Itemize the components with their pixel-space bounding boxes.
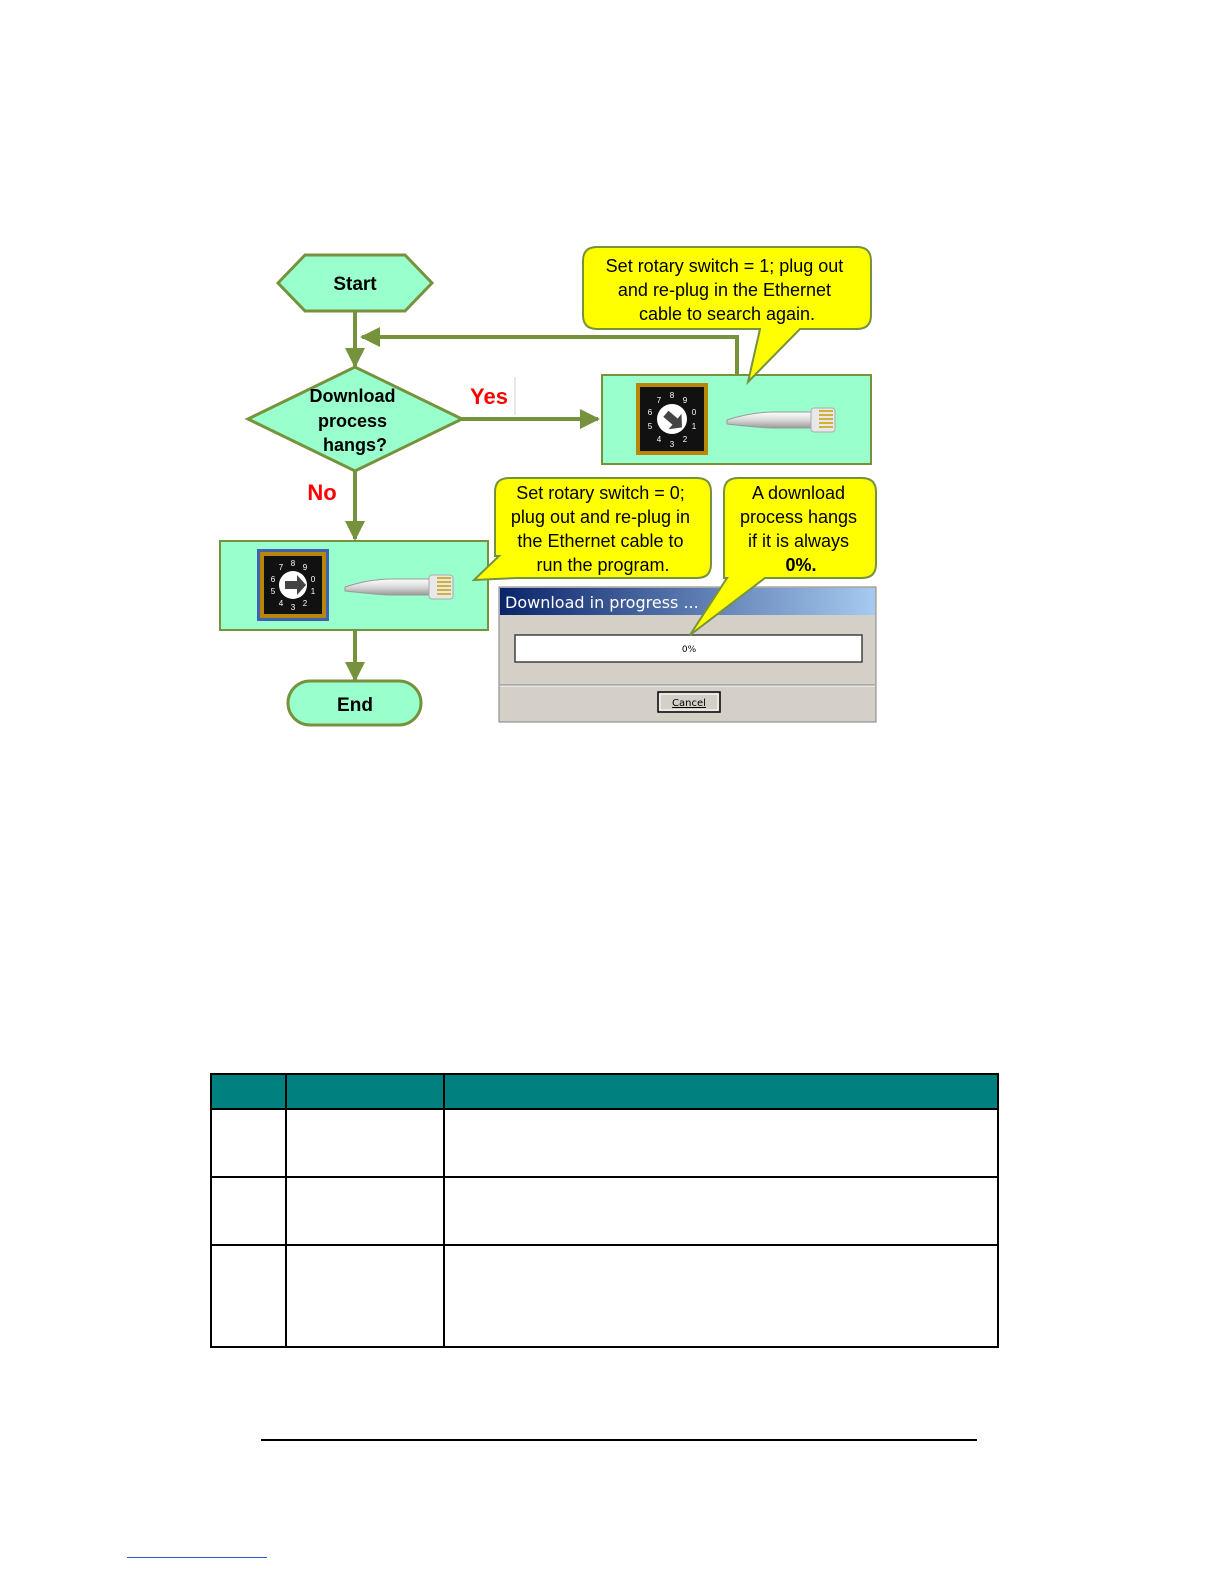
svg-text:0: 0 <box>692 408 697 417</box>
download-dialog: Download in progress ... 0% Cancel <box>498 586 877 723</box>
svg-text:1: 1 <box>692 422 697 431</box>
callout-run: Set rotary switch = 0; plug out and re-p… <box>471 477 712 582</box>
svg-text:2: 2 <box>683 435 688 444</box>
progress-text: 0% <box>682 645 697 655</box>
svg-text:7: 7 <box>279 563 284 572</box>
no-label: No <box>307 480 336 505</box>
svg-text:4: 4 <box>657 435 662 444</box>
table-row <box>210 1176 999 1246</box>
svg-text:7: 7 <box>657 396 662 405</box>
svg-text:3: 3 <box>291 603 296 612</box>
svg-text:Set rotary switch = 0; p: Set rotary switch = 0; plug out and re-p… <box>511 483 695 575</box>
footer-link-underline[interactable] <box>127 1557 267 1558</box>
yes-label: Yes <box>463 377 516 415</box>
switch-pointer-icon <box>285 575 306 595</box>
switch-pointer-icon <box>663 410 682 430</box>
table-header-row <box>210 1073 999 1109</box>
start-label: Start <box>333 274 377 295</box>
switch-0-box: 7 8 9 0 1 2 3 4 5 6 <box>219 540 489 631</box>
svg-text:5: 5 <box>648 422 653 431</box>
rotary-switch-1: 8 9 0 1 2 7 6 5 4 3 <box>636 383 708 455</box>
table-row <box>210 1108 999 1178</box>
svg-text:2: 2 <box>303 599 308 608</box>
end-node: End <box>286 679 423 727</box>
callout-hang: A download process hangs if it is always… <box>689 477 877 636</box>
decision-label: Download process hangs? <box>309 386 400 455</box>
ethernet-cable-icon <box>344 574 454 600</box>
progress-bar <box>514 634 863 663</box>
decision-node: Download process hangs? <box>244 365 466 473</box>
svg-text:9: 9 <box>683 396 688 405</box>
svg-text:9: 9 <box>303 563 308 572</box>
end-label: End <box>337 695 373 716</box>
switch-1-box: 8 9 0 1 2 7 6 5 4 3 <box>601 374 872 465</box>
svg-text:1: 1 <box>311 587 316 596</box>
svg-text:6: 6 <box>648 408 653 417</box>
svg-text:3: 3 <box>670 440 675 449</box>
rotary-switch-0: 7 8 9 0 1 2 3 4 5 6 <box>257 549 329 621</box>
start-node: Start <box>275 253 435 313</box>
footer-rule <box>261 1439 977 1441</box>
svg-text:8: 8 <box>670 391 675 400</box>
table-row <box>210 1244 999 1348</box>
svg-text:4: 4 <box>279 599 284 608</box>
svg-text:8: 8 <box>291 559 296 568</box>
svg-text:A download process hangs: A download process hangs if it is always… <box>740 483 862 575</box>
dialog-title: Download in progress ... <box>505 593 699 612</box>
steps-table <box>210 1073 999 1348</box>
ethernet-cable-icon <box>726 407 836 433</box>
cancel-button[interactable]: Cancel <box>657 691 721 713</box>
svg-text:Cancel: Cancel <box>672 698 706 709</box>
svg-text:6: 6 <box>271 575 276 584</box>
flowchart: Start Download process hangs? Yes No 8 9… <box>219 246 877 727</box>
callout-retry: Set rotary switch = 1; plug out and re-p… <box>582 246 872 386</box>
dialog-titlebar <box>500 588 875 615</box>
svg-text:Yes: Yes <box>470 384 508 409</box>
svg-text:0: 0 <box>311 575 316 584</box>
connectors <box>345 312 739 682</box>
svg-text:5: 5 <box>271 587 276 596</box>
svg-text:Set rotary switch = 1; plug o: Set rotary switch = 1; plug out and re-p… <box>606 256 849 324</box>
